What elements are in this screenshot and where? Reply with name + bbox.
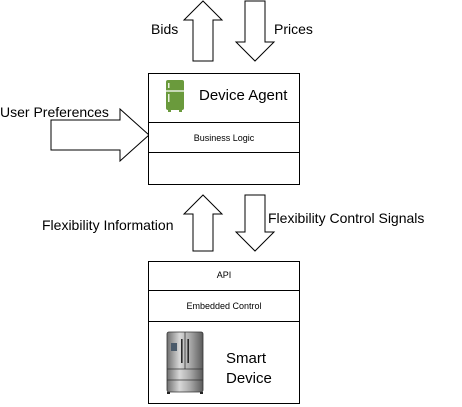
user-preferences-label: User Preferences xyxy=(0,104,109,120)
embedded-control-label: Embedded Control xyxy=(186,301,262,311)
user-preferences-arrow xyxy=(50,107,150,163)
api-label: API xyxy=(216,270,232,280)
flexibility-control-down-arrow xyxy=(234,194,276,252)
bids-up-arrow xyxy=(182,0,224,62)
api-row: API xyxy=(149,261,299,290)
fridge-icon xyxy=(166,80,184,112)
business-logic-row: Business Logic xyxy=(149,122,299,153)
flexibility-control-signals-label: Flexibility Control Signals xyxy=(268,210,425,226)
device-agent-title: Device Agent xyxy=(199,87,288,104)
device-agent-box: Device Agent Business Logic xyxy=(148,73,300,185)
bids-label: Bids xyxy=(151,21,179,37)
prices-label: Prices xyxy=(274,21,313,37)
flexibility-information-up-arrow xyxy=(182,194,224,252)
smart-device-title-line1: Smart xyxy=(226,350,267,367)
smart-device-box: API Embedded Control Smart Device xyxy=(148,261,300,404)
embedded-control-row: Embedded Control xyxy=(149,290,299,322)
flexibility-information-label: Flexibility Information xyxy=(42,217,174,233)
smart-device-title-line2: Device xyxy=(226,370,272,387)
business-logic-label: Business Logic xyxy=(193,133,255,143)
prices-down-arrow xyxy=(234,0,276,62)
refrigerator-icon xyxy=(166,331,204,394)
